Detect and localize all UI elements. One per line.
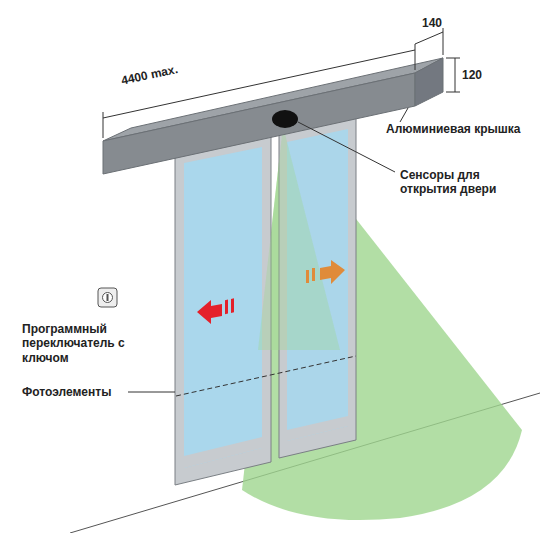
leader-lines bbox=[128, 108, 408, 392]
opening-arrow-right bbox=[306, 260, 345, 284]
opening-arrow-left bbox=[197, 298, 234, 324]
dimension-depth: 140 bbox=[422, 16, 442, 30]
dimension-lines bbox=[103, 28, 460, 138]
dimension-length: 4400 max. bbox=[120, 62, 179, 88]
dimension-height: 120 bbox=[462, 68, 482, 82]
photocell-beam bbox=[176, 356, 356, 396]
aluminium-cover bbox=[103, 58, 443, 174]
part-label: Сенсоры для открытия двери bbox=[400, 168, 530, 197]
sensor bbox=[272, 110, 298, 128]
part-label: Алюминиевая крышка bbox=[386, 122, 520, 136]
left-door bbox=[175, 136, 271, 485]
part-label: Программный переключатель с ключом bbox=[22, 322, 142, 365]
part-label: Фотоэлементы bbox=[22, 385, 111, 399]
key-switch bbox=[98, 288, 117, 307]
